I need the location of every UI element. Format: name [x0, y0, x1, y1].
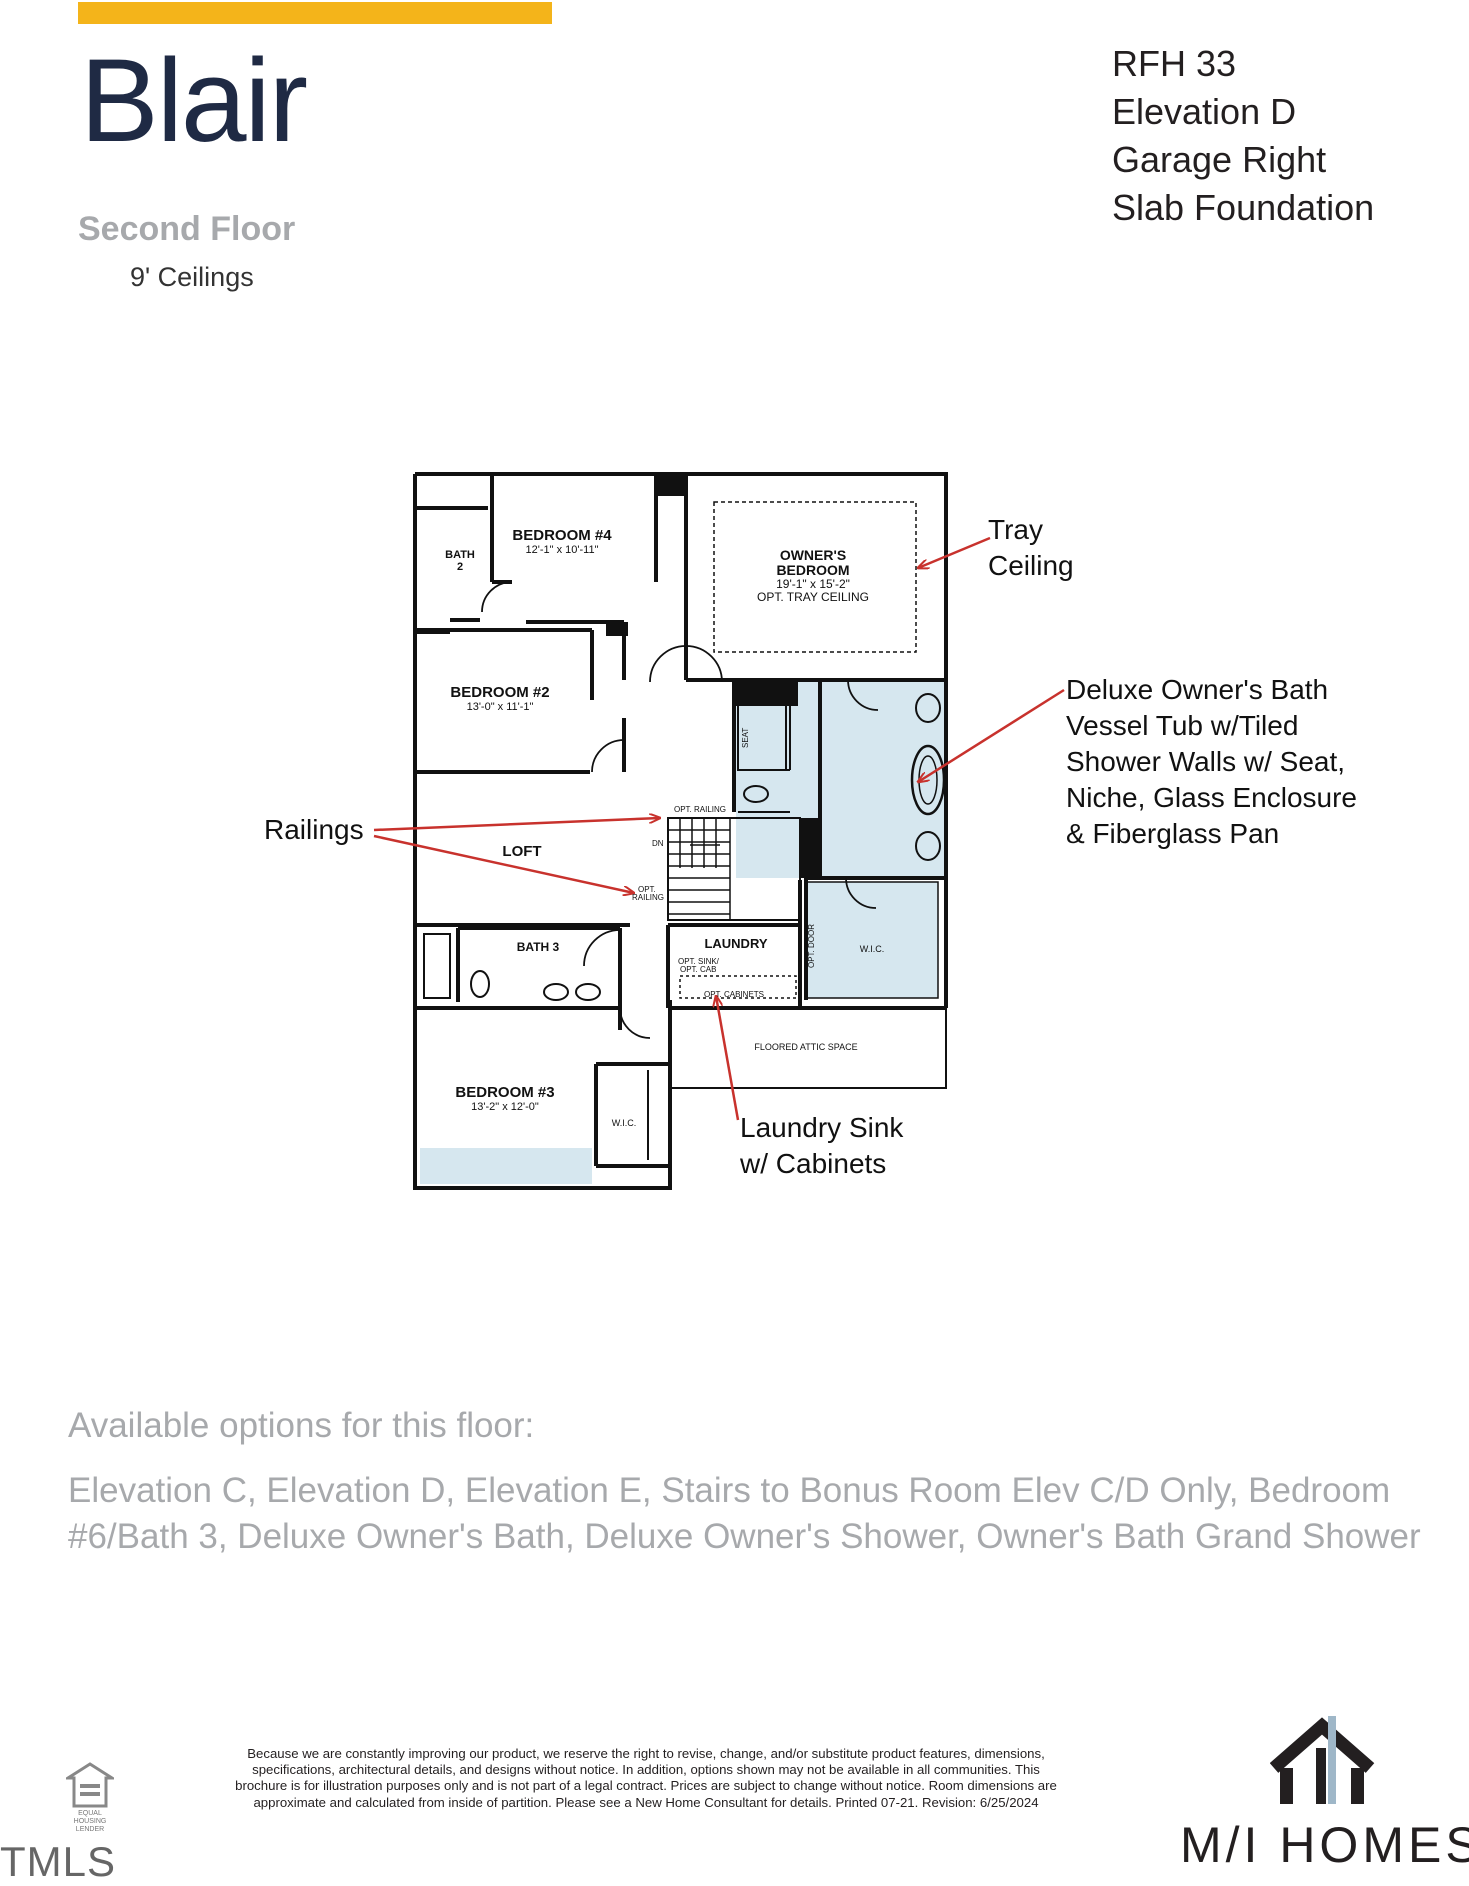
owner-wic-fill — [806, 882, 938, 998]
attic-name: FLOORED ATTIC SPACE — [754, 1042, 857, 1052]
options-heading: Available options for this floor: — [68, 1406, 535, 1445]
owners-name2: BEDROOM — [776, 562, 849, 578]
seat-label: SEAT — [741, 728, 750, 748]
bath2-name1: BATH — [445, 549, 475, 561]
equal-housing-text: EQUAL HOUSING LENDER — [73, 1810, 107, 1833]
spec-garage: Garage Right — [1112, 139, 1327, 180]
small-labels: OPT. RAILING OPT. RAILING DN SEAT OPT. D… — [632, 728, 816, 999]
plan-title: Blair — [80, 35, 308, 167]
mi-homes-logo-icon — [1270, 1716, 1375, 1804]
bedroom2-dims: 13'-0" x 11'-1" — [467, 701, 534, 713]
ceiling-height: 9' Ceilings — [130, 262, 254, 292]
owners-name1: OWNER'S — [780, 547, 846, 563]
owners-note: OPT. TRAY CEILING — [757, 590, 869, 604]
railings-callout: Railings — [264, 814, 364, 845]
bedroom3-name: BEDROOM #3 — [455, 1084, 554, 1101]
disclaimer-text: Because we are constantly improving our … — [235, 1746, 1057, 1810]
opt-sink-label2: OPT. CAB — [680, 965, 716, 974]
bedroom4-name: BEDROOM #4 — [512, 527, 612, 544]
tray-ceiling-callout: Tray Ceiling — [988, 512, 1074, 584]
opt-door-label: OPT. DOOR — [807, 924, 816, 968]
spec-rfh: RFH 33 — [1112, 43, 1237, 84]
room-labels: BEDROOM #4 12'-1" x 10'-11" OWNER'S BEDR… — [445, 527, 884, 1128]
opt-railing-side1: OPT. — [638, 885, 656, 894]
callout-line: Vessel Tub w/Tiled — [1066, 710, 1299, 741]
mls-watermark: TMLS — [0, 1838, 117, 1885]
floor-name: Second Floor — [78, 210, 296, 248]
wic3-name: W.I.C. — [612, 1118, 637, 1128]
bath3-name: BATH 3 — [517, 940, 560, 954]
door-swings — [481, 581, 879, 1039]
opt-railing-top: OPT. RAILING — [674, 805, 726, 814]
deluxe-bath-callout: Deluxe Owner's Bath Vessel Tub w/Tiled S… — [1066, 672, 1357, 852]
owners-dims: 19'-1" x 15'-2" — [776, 577, 850, 591]
opt-sink-label1: OPT. SINK/ — [678, 957, 720, 966]
callout-line: Tray — [988, 514, 1043, 545]
spec-block: RFH 33 Elevation D Garage Right Slab Fou… — [1112, 40, 1374, 232]
callout-line: Ceiling — [988, 550, 1074, 581]
bedroom4-dims: 12'-1" x 10'-11" — [526, 544, 599, 556]
callout-line: w/ Cabinets — [740, 1148, 887, 1179]
loft-name: LOFT — [502, 843, 541, 860]
accent-bar — [78, 2, 552, 24]
owners-bath-fill — [736, 680, 944, 878]
callout-line: & Fiberglass Pan — [1066, 818, 1280, 849]
spec-elevation: Elevation D — [1112, 91, 1297, 132]
wall-blocks — [606, 474, 820, 878]
dn-label: DN — [652, 839, 664, 848]
owner-wic-name: W.I.C. — [860, 944, 885, 954]
brand-wordmark: M/I HOMES — [1180, 1817, 1469, 1873]
bath2-name2: 2 — [457, 561, 463, 573]
callout-line: Deluxe Owner's Bath — [1066, 674, 1329, 705]
callout-line: Shower Walls w/ Seat, — [1066, 746, 1346, 777]
laundry-name: LAUNDRY — [704, 936, 767, 951]
opt-cabinets-label: OPT. CABINETS — [704, 990, 764, 999]
callout-line: Niche, Glass Enclosure — [1066, 782, 1358, 813]
opt-railing-side2: RAILING — [632, 893, 664, 902]
options-list: Elevation C, Elevation D, Elevation E, S… — [68, 1471, 1421, 1556]
callout-line: Laundry Sink — [740, 1112, 904, 1143]
callout-arrows — [373, 536, 1065, 1121]
walls — [413, 472, 948, 1190]
laundry-sink-callout: Laundry Sink w/ Cabinets — [740, 1110, 903, 1182]
spec-foundation: Slab Foundation — [1112, 187, 1375, 228]
equal-housing-icon — [66, 1762, 114, 1808]
bedroom2-name: BEDROOM #2 — [450, 684, 549, 701]
bedroom3-window-fill — [420, 1148, 592, 1184]
bedroom3-dims: 13'-2" x 12'-0" — [471, 1101, 539, 1113]
